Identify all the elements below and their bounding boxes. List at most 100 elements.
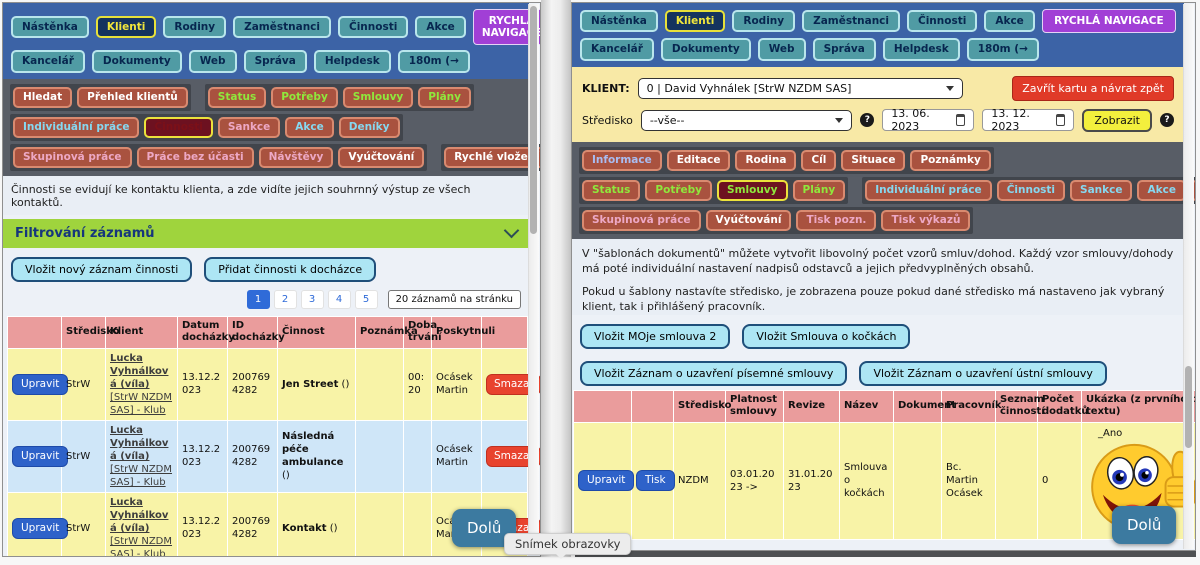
cell-poznamka: [355, 419, 404, 493]
edit-button[interactable]: Upravit: [12, 445, 69, 468]
nav-tab-helpdesk[interactable]: Helpdesk: [882, 38, 960, 61]
page-button-2[interactable]: 2: [273, 289, 297, 309]
nav-tab-sprava[interactable]: Správa: [243, 50, 307, 73]
tab-cinnosti[interactable]: Činnosti: [996, 179, 1066, 201]
tab-tisk-vykazu[interactable]: Tisk výkazů: [881, 209, 971, 231]
tab-potreby[interactable]: Potřeby: [271, 86, 338, 108]
filter-records-bar[interactable]: Filtrování záznamů: [3, 218, 529, 248]
client-row: KLIENT: 0 | David Vyhnálek [StrW NZDM SA…: [582, 75, 1174, 101]
nav-tab-kancelar[interactable]: Kancelář: [580, 38, 654, 61]
nav-tab-cinnosti[interactable]: Činnosti: [907, 9, 978, 33]
show-button[interactable]: Zobrazit: [1082, 108, 1152, 132]
tab-individualni-prace[interactable]: Individuální práce: [13, 116, 140, 138]
action-button-vlozit-moje-smlouva-2[interactable]: Vložit MOje smlouva 2: [580, 323, 731, 349]
scroll-down-button[interactable]: Dolů: [1112, 506, 1177, 544]
page-size-select[interactable]: 20 záznamů na stránku: [387, 289, 521, 309]
tab-tisk-pozn[interactable]: Tisk pozn.: [796, 209, 877, 231]
right-scrollbar-thumb[interactable]: [1185, 366, 1192, 448]
nav-tab-zamestnanci[interactable]: Zaměstnanci: [233, 15, 331, 39]
quick-nav-button[interactable]: RYCHLÁ NAVIGACE: [1041, 9, 1176, 33]
tab-status[interactable]: Status: [582, 179, 641, 201]
right-scrollbar[interactable]: [1183, 4, 1194, 549]
nav-tab-klienti[interactable]: Klienti: [664, 9, 726, 33]
tab-informace[interactable]: Informace: [582, 149, 662, 171]
action-button-vlozit-zaznam-o-uzavreni-ustni-smlouvy[interactable]: Vložit Záznam o uzavření ústní smlouvy: [859, 360, 1107, 386]
page-button-1[interactable]: 1: [246, 289, 270, 309]
tab-smlouvy[interactable]: Smlouvy: [342, 86, 414, 108]
nav-tab-klienti[interactable]: Klienti: [95, 15, 157, 39]
tab-editace[interactable]: Editace: [666, 149, 731, 171]
edit-button[interactable]: Upravit: [12, 517, 69, 540]
left-scrollbar[interactable]: [528, 4, 539, 555]
tab-situace[interactable]: Situace: [841, 149, 906, 171]
activities-info-text: Činnosti se evidují ke kontaktu klienta,…: [3, 175, 529, 215]
action-button-vlozit-zaznam-o-uzavreni-pisemne-smlouvy[interactable]: Vložit Záznam o uzavření písemné smlouvy: [580, 360, 848, 386]
action-button-vlozit-novy-zaznam-cinnosti[interactable]: Vložit nový záznam činnosti: [11, 256, 193, 282]
client-link[interactable]: Lucka Vyhnálková (víla) [StrW NZDM SAS] …: [110, 424, 173, 488]
tab-potreby[interactable]: Potřeby: [645, 179, 713, 201]
page-button-4[interactable]: 4: [327, 289, 351, 309]
left-scrollbar-thumb[interactable]: [530, 6, 537, 234]
nav-tab-dokumenty[interactable]: Dokumenty: [660, 38, 751, 61]
nav-tab-180m[interactable]: 180m (→: [966, 38, 1039, 61]
tab-individualni-prace[interactable]: Individuální práce: [865, 179, 992, 201]
nav-tab-kancelar[interactable]: Kancelář: [11, 50, 85, 73]
delete-button[interactable]: Smazat: [486, 445, 540, 468]
tab-vyuctovani[interactable]: Vyúčtování: [705, 209, 792, 231]
date-to-input[interactable]: 13. 12. 2023: [982, 107, 1075, 133]
tab-prace-bez-ucasti[interactable]: Práce bez účasti: [136, 146, 254, 168]
nav-tab-nastenka[interactable]: Nástěnka: [11, 15, 89, 39]
nav-tab-akce[interactable]: Akce: [984, 9, 1035, 33]
client-link[interactable]: Lucka Vyhnálková (víla) [StrW NZDM SAS] …: [110, 352, 173, 416]
tab-skupinova-prace[interactable]: Skupinová práce: [13, 146, 132, 168]
tab-smlouvy[interactable]: Smlouvy: [717, 179, 788, 201]
page-button-3[interactable]: 3: [300, 289, 324, 309]
nav-tab-cinnosti[interactable]: Činnosti: [338, 15, 409, 39]
edit-button[interactable]: Upravit: [578, 469, 635, 492]
tab-rodina[interactable]: Rodina: [735, 149, 797, 171]
print-button[interactable]: Tisk: [636, 469, 675, 492]
nav-tab-rodiny[interactable]: Rodiny: [732, 9, 796, 33]
edit-button[interactable]: Upravit: [12, 373, 69, 396]
page-button-5[interactable]: 5: [354, 289, 378, 309]
tab-cil[interactable]: Cíl: [801, 149, 837, 171]
tab-vyuctovani[interactable]: Vyúčtování: [338, 146, 425, 168]
delete-button[interactable]: Smazat: [486, 373, 540, 396]
nav-tab-sprava[interactable]: Správa: [812, 38, 876, 61]
date-from-input[interactable]: 13. 06. 2023: [882, 107, 975, 133]
tab-deniky[interactable]: Deníky: [338, 116, 400, 138]
nav-tab-helpdesk[interactable]: Helpdesk: [313, 50, 391, 73]
tab-skupinova-prace[interactable]: Skupinová práce: [582, 209, 701, 231]
help-icon[interactable]: ?: [1160, 113, 1174, 128]
tab-plany[interactable]: Plány: [418, 86, 471, 108]
nav-tab-dokumenty[interactable]: Dokumenty: [91, 50, 182, 73]
tab-navstevy[interactable]: Návštěvy: [258, 146, 334, 168]
nav-tab-akce[interactable]: Akce: [415, 15, 466, 39]
nav-tab-web[interactable]: Web: [188, 50, 237, 73]
tab-cinnosti[interactable]: Činnosti: [144, 116, 213, 138]
client-link[interactable]: Lucka Vyhnálková (víla) [StrW NZDM SAS] …: [110, 496, 173, 557]
tab-sankce[interactable]: Sankce: [1070, 179, 1133, 201]
help-icon[interactable]: ?: [860, 113, 875, 128]
client-select[interactable]: 0 | David Vyhnálek [StrW NZDM SAS]: [637, 77, 963, 99]
tab-hledat[interactable]: Hledat: [13, 86, 73, 108]
action-button-vlozit-smlouva-o-kockach[interactable]: Vložit Smlouva o kočkách: [742, 323, 911, 349]
stredisko-select[interactable]: --vše--: [640, 109, 853, 131]
tab-sankce[interactable]: Sankce: [217, 116, 281, 138]
nav-tab-nastenka[interactable]: Nástěnka: [580, 9, 658, 33]
tab-plany[interactable]: Plány: [792, 179, 846, 201]
nav-tab-rodiny[interactable]: Rodiny: [163, 15, 227, 39]
cell-datum-dochazky: 13.12.2023: [177, 419, 228, 493]
tab-akce[interactable]: Akce: [1137, 179, 1186, 201]
tab-rychle-vlozeni[interactable]: Rychlé vložení: [444, 146, 540, 168]
tab-prehled-klientu[interactable]: Přehled klientů: [77, 86, 188, 108]
chevron-down-icon[interactable]: [503, 223, 520, 239]
tab-akce[interactable]: Akce: [285, 116, 334, 138]
action-button-pridat-cinnosti-k-dochazce[interactable]: Přidat činnosti k docházce: [204, 256, 377, 282]
nav-tab-web[interactable]: Web: [757, 38, 806, 61]
tab-status[interactable]: Status: [207, 86, 267, 108]
tab-poznamky[interactable]: Poznámky: [910, 149, 991, 171]
close-card-button[interactable]: Zavřít kartu a návrat zpět: [1012, 75, 1174, 101]
nav-tab-180m[interactable]: 180m (→: [397, 50, 470, 73]
nav-tab-zamestnanci[interactable]: Zaměstnanci: [802, 9, 900, 33]
